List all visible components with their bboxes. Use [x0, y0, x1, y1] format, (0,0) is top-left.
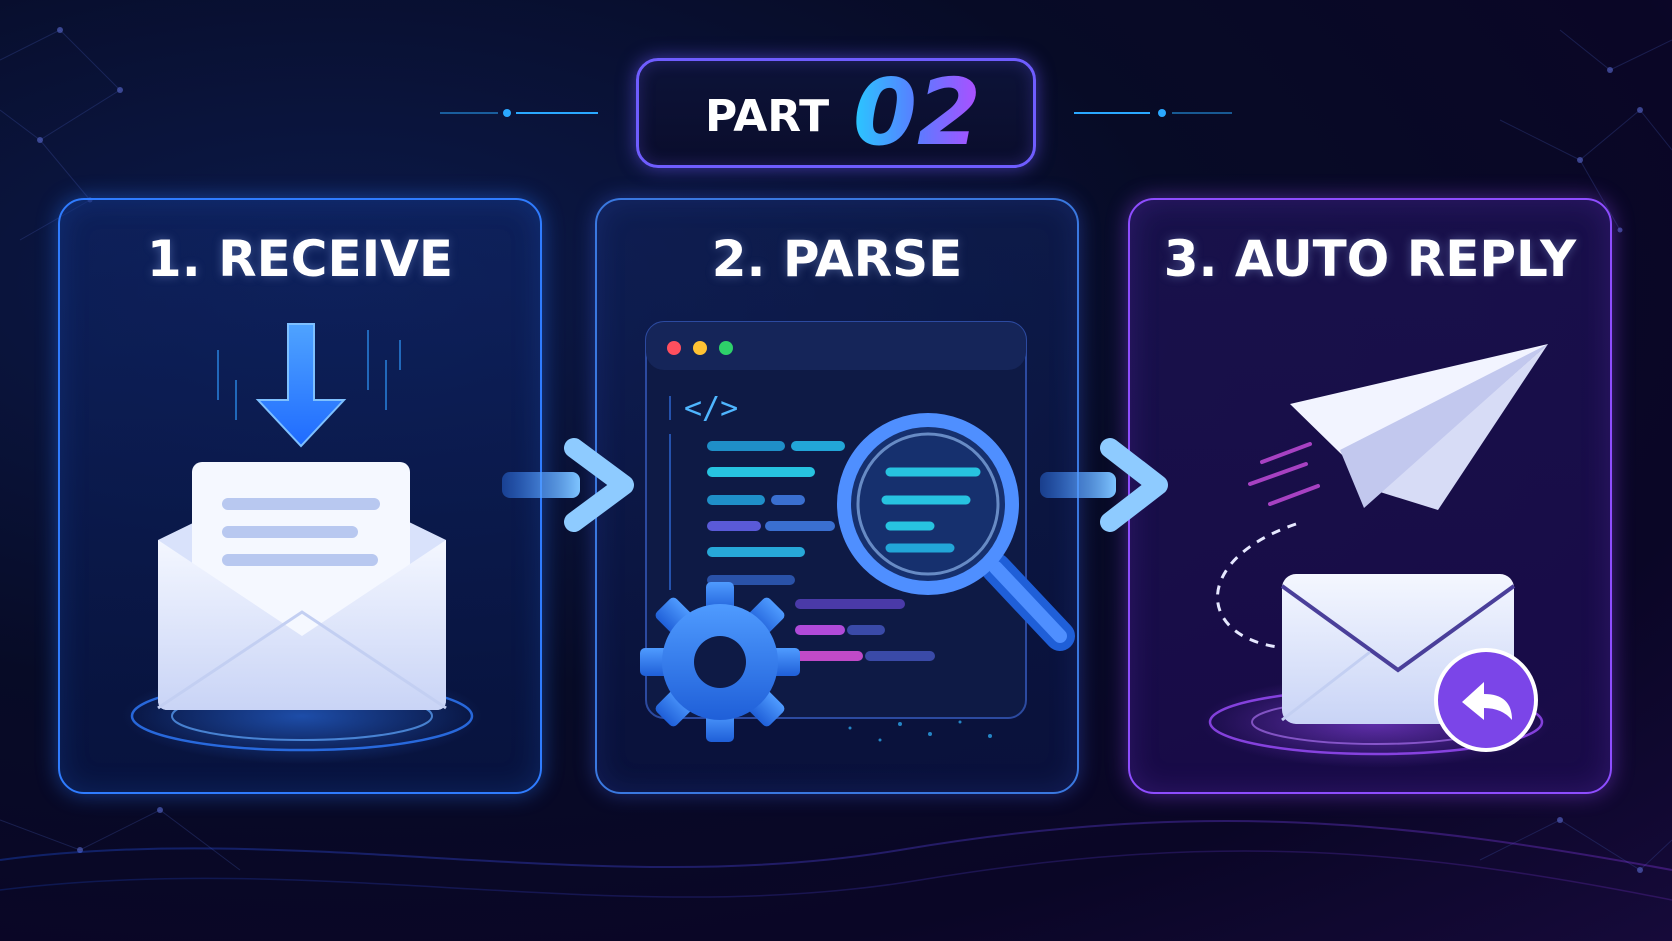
flow-arrow-receive-to-parse — [502, 438, 634, 532]
part-number: 02 — [853, 59, 982, 166]
step-parse-title: 2. PARSE — [711, 230, 963, 288]
paper-plane-reply-icon — [1200, 344, 1552, 768]
step-auto-reply-title: 3. AUTO REPLY — [1163, 230, 1577, 288]
envelope-download-icon — [122, 323, 482, 764]
flow-arrow-parse-to-reply — [1040, 438, 1168, 532]
part-badge: PART 02 — [636, 58, 1036, 168]
code-tag-glyph: </> — [684, 391, 738, 426]
part-label: PART — [705, 91, 830, 142]
code-magnifier-gear-icon: </> — [640, 321, 1075, 742]
step-receive-title: 1. RECEIVE — [146, 230, 454, 288]
